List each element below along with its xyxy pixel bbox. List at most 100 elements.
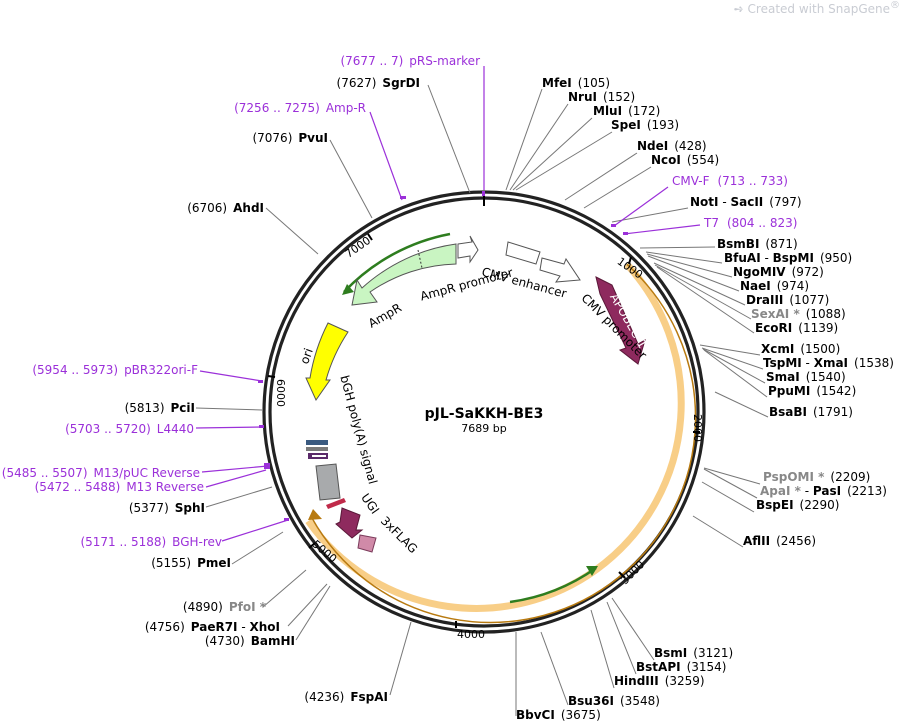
enzyme-bbvci-pos: (3675) <box>561 708 601 722</box>
primer-prs-range: (7677 .. 7) <box>340 54 403 68</box>
enzyme-tspmi-name: TspMI <box>763 356 802 370</box>
green-arc <box>509 566 597 604</box>
enzyme-noti-name: NotI <box>690 195 719 209</box>
enzyme-tspmi-name2: XmaI <box>814 356 848 370</box>
primer-pbr-name: pBR322ori-F <box>124 363 198 377</box>
enzyme-paer7i-pos: (4756) <box>145 620 185 634</box>
enzyme-sexai-pos: (1088) <box>806 307 846 321</box>
enzyme-aflii-pos: (2456) <box>776 534 816 548</box>
primer-ampr-name: Amp-R <box>326 101 366 115</box>
watermark-brand: SnapGene <box>828 2 890 16</box>
enzyme-sexai-name: SexAI * <box>751 307 800 321</box>
svg-text:(5954 .. 5973)pBR322ori-F: (5954 .. 5973)pBR322ori-F <box>32 363 198 377</box>
primer-labels: (7677 .. 7) pRS-marker (7256 .. 7275) Amp-… <box>2 54 798 549</box>
svg-text:Bsu36I(3548): Bsu36I(3548) <box>568 694 660 708</box>
svg-text:(5485 .. 5507)M13/pUC Reverse: (5485 .. 5507) M13/pUC Reverse <box>2 466 200 480</box>
svg-text:PspOMI *(2209): PspOMI *(2209) <box>763 470 870 484</box>
primer-cmvf-name: CMV-F <box>672 174 710 188</box>
primer-prs-name: pRS-marker <box>409 54 480 68</box>
enzyme-bsmi-pos: (3121) <box>693 646 733 660</box>
svg-text:(7256 .. 7275)Amp-R: (7256 .. 7275) Amp-R <box>234 101 366 115</box>
enzyme-ngomiv-pos: (972) <box>792 265 824 279</box>
primer-leader-lines <box>195 66 701 542</box>
primer-l4440-name: L4440 <box>157 422 194 436</box>
primer-bghrev-name: BGH-rev <box>172 535 222 549</box>
enzyme-bspei-pos: (2290) <box>800 498 840 512</box>
svg-text:BsaBI(1791): BsaBI (1791) <box>769 405 853 419</box>
svg-text:CMV-F(713 .. 733): CMV-F (713 .. 733) <box>672 174 788 188</box>
enzyme-leader-lines <box>195 84 769 716</box>
primer-l4440-range: (5703 .. 5720) <box>65 422 151 436</box>
svg-text:BbvCI(3675): BbvCI (3675) <box>516 708 601 722</box>
enzyme-noti-name2: SacII <box>730 195 763 209</box>
flag-feature <box>357 534 377 553</box>
svg-text:(5472 .. 5488)M13 Reverse: (5472 .. 5488)M13 Reverse <box>35 480 204 494</box>
svg-text:SpeI(193): SpeI(193) <box>611 118 679 132</box>
svg-text:(4756)PaeR7I - XhoI: (4756)PaeR7I - XhoI <box>145 620 280 634</box>
primer-t7-range: (804 .. 823) <box>727 216 797 230</box>
enzyme-sgrdi-pos: (7627) <box>337 76 377 90</box>
svg-text:NotI - SacII(797): NotI - SacII(797) <box>690 195 802 209</box>
enzyme-bsabi-name: BsaBI <box>769 405 807 419</box>
enzyme-pcii-pos: (5813) <box>125 401 165 415</box>
enzyme-ecori-name: EcoRI <box>755 321 792 335</box>
svg-text:MfeI(105): MfeI(105) <box>542 76 610 90</box>
ring-label-2000: 2000 <box>691 414 704 442</box>
primer-m13rev-range: (5472 .. 5488) <box>35 480 121 494</box>
orf-arrowhead <box>308 509 322 520</box>
primer-m13puc-range: (5485 .. 5507) <box>2 466 88 480</box>
primer-t7-name: T7 <box>703 216 719 230</box>
ori-label: ori <box>297 346 315 365</box>
snapgene-logo-icon: ➺ <box>733 2 744 16</box>
svg-text:NgoMIV(972): NgoMIV (972) <box>733 265 824 279</box>
green-arc-arrowhead <box>586 566 598 576</box>
enzyme-labels: MfeI(105) NruI(152) MluI(172) SpeI(193) … <box>125 76 894 722</box>
watermark-prefix: Created with <box>747 2 829 16</box>
enzyme-bsabi-pos: (1791) <box>813 405 853 419</box>
enzyme-pspomi-name: PspOMI * <box>763 470 825 484</box>
enzyme-paer7i-name: PaeR7I <box>191 620 238 634</box>
enzyme-bbvci-name: BbvCI <box>516 708 555 722</box>
enzyme-fspai-name: FspAI <box>350 690 388 704</box>
enzyme-ahdi-name: AhdI <box>233 201 264 215</box>
primer-cmvf-range: (713 .. 733) <box>717 174 787 188</box>
svg-text:BsmI(3121): BsmI(3121) <box>654 646 733 660</box>
svg-text:(5171 .. 5188)BGH-rev: (5171 .. 5188)BGH-rev <box>80 535 222 549</box>
enzyme-tspmi-pos: (1538) <box>854 356 894 370</box>
orf-highlight-arc <box>305 261 685 612</box>
svg-text:SexAI *(1088): SexAI * (1088) <box>751 307 846 321</box>
primer-ampr-range: (7256 .. 7275) <box>234 101 320 115</box>
svg-text:SmaI(1540): SmaI(1540) <box>766 370 846 384</box>
ampr-green-arrowhead <box>342 284 354 295</box>
enzyme-ngomiv-name: NgoMIV <box>733 265 786 279</box>
cmv-enhancer-feature <box>505 241 541 265</box>
enzyme-bfuai-name2: BspMI <box>773 251 814 265</box>
enzyme-fspai-pos: (4236) <box>304 690 344 704</box>
plasmid-name: pJL-SaKKH-BE3 <box>425 406 544 422</box>
cmv-promoter-feature <box>539 257 581 283</box>
enzyme-pmei-name: PmeI <box>197 556 231 570</box>
enzyme-bstapi-pos: (3154) <box>687 660 727 674</box>
enzyme-naei-name: NaeI <box>740 279 771 293</box>
enzyme-sphi-pos: (5377) <box>129 501 169 515</box>
enzyme-mfei-name: MfeI <box>542 76 572 90</box>
svg-text:(5703 .. 5720)L4440: (5703 .. 5720) L4440 <box>65 422 194 436</box>
enzyme-nrui-name: NruI <box>568 90 597 104</box>
svg-text:PpuMI(1542): PpuMI(1542) <box>768 384 856 398</box>
ring-label-6000: 6000 <box>274 379 287 407</box>
enzyme-draiii-pos: (1077) <box>789 293 829 307</box>
svg-text:(7076)PvuI: (7076)PvuI <box>252 131 328 145</box>
ring-tick-marks <box>267 196 700 628</box>
enzyme-aflii-name: AflII <box>743 534 770 548</box>
enzyme-naei-pos: (974) <box>777 279 809 293</box>
enzyme-bsu36i-name: Bsu36I <box>568 694 614 708</box>
enzyme-mlui-pos: (172) <box>628 104 660 118</box>
enzyme-bfuai-pos: (950) <box>820 251 852 265</box>
svg-text:HindIII(3259): HindIII(3259) <box>614 674 705 688</box>
grey-feature <box>315 463 341 501</box>
enzyme-mlui-name: MluI <box>593 104 622 118</box>
svg-text:ApaI * - PasI(2213): ApaI * - PasI(2213) <box>760 484 887 498</box>
enzyme-pvui-name: PvuI <box>298 131 328 145</box>
primer-m13puc-name: M13/pUC Reverse <box>94 466 201 480</box>
ampr-label: AmpR <box>366 301 404 331</box>
